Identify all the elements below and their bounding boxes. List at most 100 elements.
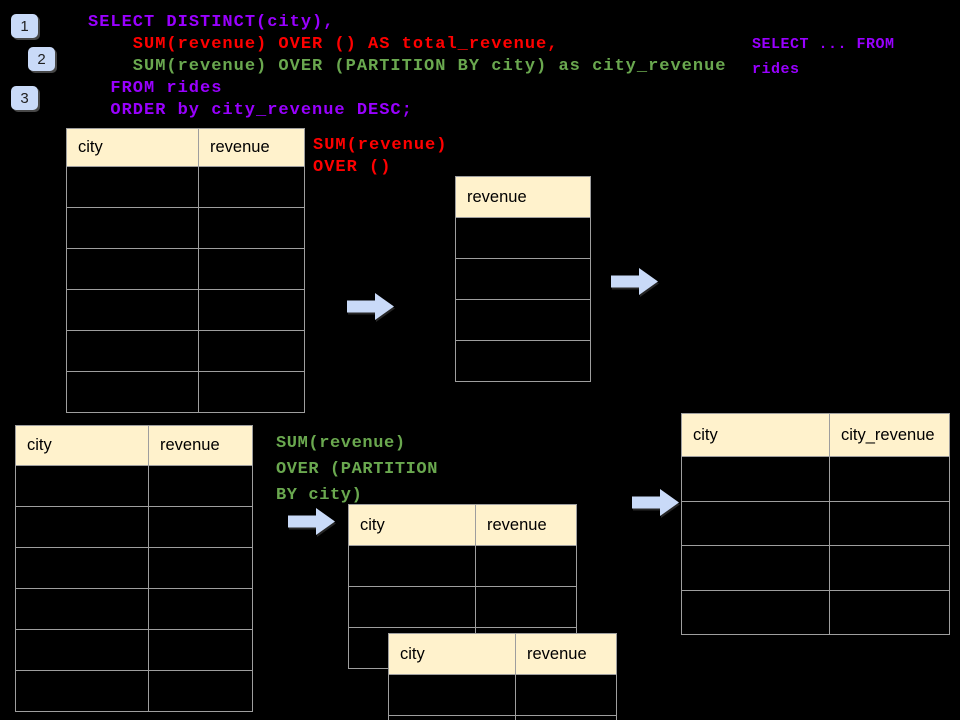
table-row	[388, 674, 617, 716]
empty-cell	[15, 588, 149, 630]
empty-cell	[148, 547, 253, 589]
empty-cell	[15, 670, 149, 712]
empty-cell	[681, 500, 830, 546]
step-badge-1: 1	[11, 14, 38, 38]
table-row	[66, 166, 305, 208]
empty-cell	[348, 586, 476, 628]
code-line: ORDER by city_revenue DESC;	[110, 101, 413, 120]
empty-cell	[198, 166, 305, 208]
annotation-line: SUM(revenue)	[313, 136, 448, 155]
empty-cell	[198, 248, 305, 290]
table-row	[681, 589, 950, 635]
annotation-line: OVER ()	[313, 158, 392, 177]
empty-cell	[515, 674, 617, 716]
step-badge-2: 2	[28, 47, 55, 71]
table-row	[681, 545, 950, 591]
table-row	[455, 217, 591, 259]
empty-cell	[15, 506, 149, 548]
step-badge-label: 1	[20, 17, 29, 35]
empty-cell	[15, 547, 149, 589]
table-row	[455, 258, 591, 300]
empty-cell	[455, 258, 591, 300]
empty-cell	[66, 166, 199, 208]
code-line: FROM rides	[110, 79, 223, 98]
annotation-line: rides	[752, 61, 800, 78]
table-total-revenue-result: revenue	[455, 176, 591, 382]
empty-cell	[829, 545, 950, 591]
empty-cell	[475, 586, 577, 628]
empty-cell	[348, 545, 476, 587]
table-row	[15, 670, 253, 712]
empty-cell	[148, 506, 253, 548]
empty-cell	[148, 465, 253, 507]
table-row	[15, 629, 253, 671]
table-row	[66, 289, 305, 331]
column-header: revenue	[148, 425, 253, 466]
sql-query-code: SELECT DISTINCT(city), SUM(revenue) OVER …	[88, 12, 727, 122]
table-row	[681, 456, 950, 502]
column-header: city	[66, 128, 199, 167]
empty-cell	[66, 207, 199, 249]
empty-cell	[475, 545, 577, 587]
empty-cell	[66, 371, 199, 413]
step-badge-label: 3	[20, 89, 29, 107]
table-row	[15, 588, 253, 630]
table-row	[455, 299, 591, 341]
empty-cell	[681, 545, 830, 591]
empty-cell	[15, 465, 149, 507]
column-header: city	[388, 633, 516, 675]
table-row	[66, 207, 305, 249]
annotation-line: BY city)	[276, 486, 363, 505]
sql-side-note: SELECT ... FROM rides	[752, 32, 895, 82]
annotation-line: OVER (PARTITION	[276, 460, 439, 479]
code-line: SELECT DISTINCT(city),	[88, 13, 335, 32]
right-arrow-icon	[632, 489, 679, 516]
empty-cell	[148, 588, 253, 630]
step-badge-3: 3	[11, 86, 38, 110]
empty-cell	[515, 715, 617, 720]
table-row	[66, 371, 305, 413]
code-line: SUM(revenue) OVER (PARTITION BY city) as…	[132, 57, 727, 76]
empty-cell	[388, 674, 516, 716]
column-header: revenue	[198, 128, 305, 167]
empty-cell	[66, 289, 199, 331]
code-line: SUM(revenue) OVER () AS total_revenue,	[132, 35, 559, 54]
table-total-revenue-result-grid: revenue	[455, 176, 591, 382]
table-row	[15, 547, 253, 589]
annotation-sum-over-partition: SUM(revenue) OVER (PARTITION BY city)	[276, 431, 438, 509]
empty-cell	[455, 217, 591, 259]
right-arrow-icon	[288, 508, 335, 535]
column-header: revenue	[475, 504, 577, 546]
column-header: revenue	[455, 176, 591, 218]
empty-cell	[681, 589, 830, 635]
table-row	[455, 340, 591, 382]
annotation-line: SUM(revenue)	[276, 434, 406, 453]
annotation-line: SELECT ... FROM	[752, 36, 895, 53]
empty-cell	[148, 629, 253, 671]
empty-cell	[829, 500, 950, 546]
empty-cell	[198, 371, 305, 413]
column-header: city	[348, 504, 476, 546]
empty-cell	[66, 330, 199, 372]
empty-cell	[198, 207, 305, 249]
empty-cell	[198, 330, 305, 372]
table-row	[348, 545, 577, 587]
empty-cell	[455, 340, 591, 382]
table-row	[15, 465, 253, 507]
table-row	[66, 248, 305, 290]
right-arrow-icon	[347, 293, 394, 320]
empty-cell	[829, 456, 950, 502]
annotation-sum-over-total: SUM(revenue) OVER ()	[313, 135, 447, 179]
column-header: city_revenue	[829, 413, 950, 457]
right-arrow-icon	[611, 268, 658, 295]
column-header: revenue	[515, 633, 617, 675]
